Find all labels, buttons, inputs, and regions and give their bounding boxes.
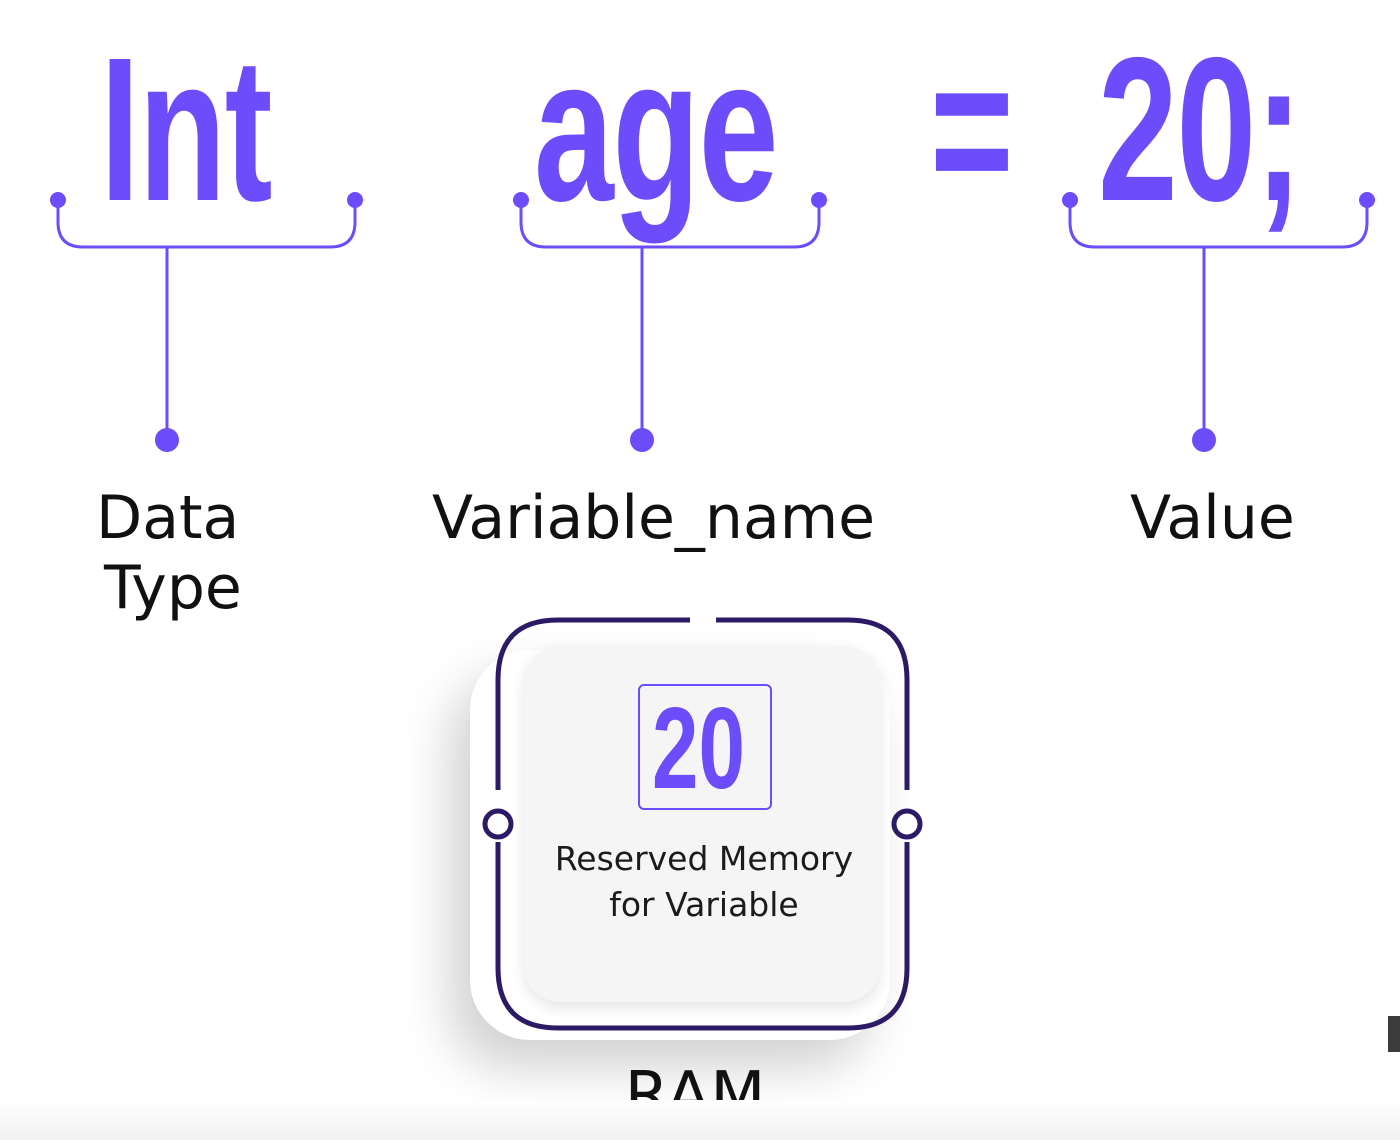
- code-value: 20;: [1098, 15, 1303, 244]
- ram-caption: Reserved Memory for Variable: [524, 836, 884, 928]
- brace-variable-end-right: [811, 192, 827, 208]
- brace-data-type-end-right: [347, 192, 363, 208]
- ram-connector-right: [891, 808, 923, 840]
- brace-value-end-right: [1359, 192, 1375, 208]
- ram-caption-line2: for Variable: [609, 885, 799, 924]
- ram-connector-left: [482, 808, 514, 840]
- code-variable: age: [534, 15, 778, 244]
- brace-data-type-end-left: [50, 192, 66, 208]
- brace-value: [1068, 200, 1369, 438]
- code-operator: =: [930, 15, 1014, 244]
- label-value: Value: [1130, 483, 1295, 553]
- label-variable-name: Variable_name: [432, 483, 876, 553]
- ram-caption-line1: Reserved Memory: [554, 839, 854, 878]
- ram-stored-value: 20: [652, 684, 745, 810]
- edge-mark: [1388, 1016, 1400, 1052]
- variable-name-dot: [630, 428, 654, 452]
- data-type-dot: [155, 428, 179, 452]
- label-data-type-line1: Data: [96, 483, 240, 553]
- brace-variable-end-left: [513, 192, 529, 208]
- label-data-type-line2: Type: [104, 553, 242, 623]
- brace-data-type: [56, 200, 357, 438]
- code-type-keyword: Int: [100, 15, 273, 244]
- brace-variable-name: [519, 200, 821, 438]
- ram-value-box: 20: [638, 684, 772, 810]
- value-dot: [1192, 428, 1216, 452]
- brace-value-end-left: [1062, 192, 1078, 208]
- bottom-fade: [0, 1100, 1400, 1140]
